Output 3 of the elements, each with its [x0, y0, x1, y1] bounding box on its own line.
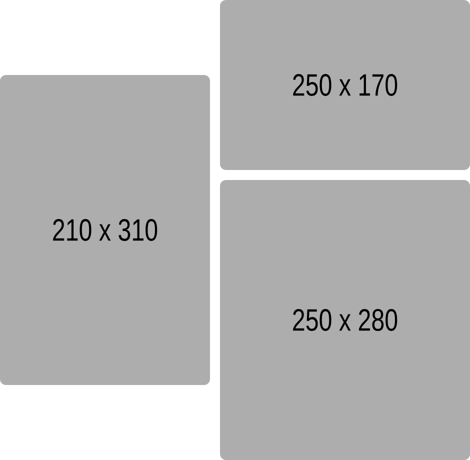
size-box: 210 x 310 [0, 75, 210, 385]
size-box: 250 x 280 [220, 180, 470, 460]
size-box: 250 x 170 [220, 0, 470, 170]
